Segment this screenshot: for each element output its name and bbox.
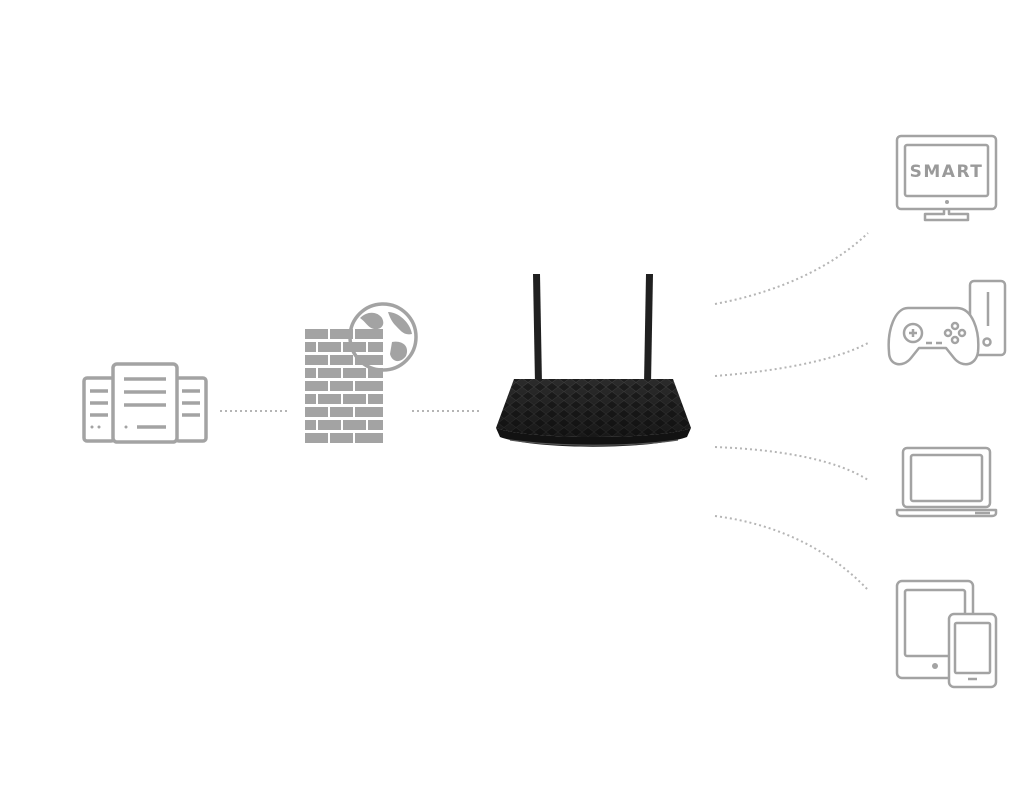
link-router-game-console [714, 342, 869, 377]
game-console-icon [887, 279, 1007, 366]
smart-tv-label: SMART [910, 162, 984, 182]
smart-tv-icon: SMART [895, 134, 998, 222]
wireless-router-icon [496, 274, 691, 447]
antenna-left [533, 274, 542, 384]
link-router-laptop [714, 446, 869, 481]
tablet-phone-icon [895, 579, 998, 689]
server-rack-icon [82, 362, 208, 444]
link-router-smart-tv [714, 232, 869, 305]
firewall-globe-icon [305, 302, 418, 443]
link-router-tablet-phone [714, 515, 869, 591]
laptop-icon [895, 446, 998, 518]
antenna-right [644, 274, 653, 384]
